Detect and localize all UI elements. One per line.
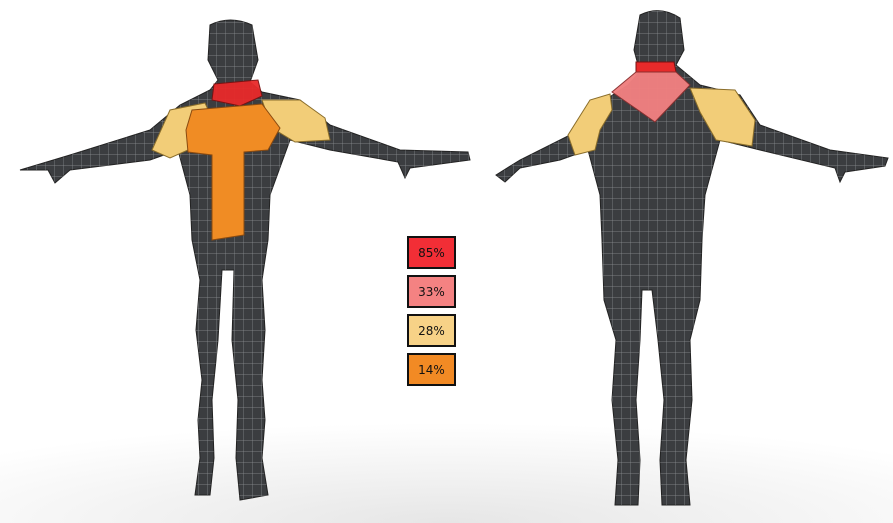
- legend-label-chest-torso: 14%: [418, 363, 445, 377]
- legend-item-chest-torso: 14%: [407, 353, 456, 386]
- legend-label-upper-back: 33%: [418, 285, 445, 299]
- floor-shadow: [0, 380, 893, 523]
- legend-label-shoulders: 28%: [418, 324, 445, 338]
- legend-item-shoulders: 28%: [407, 314, 456, 347]
- legend-item-upper-back: 33%: [407, 275, 456, 308]
- legend-label-neck: 85%: [418, 246, 445, 260]
- legend-item-neck: 85%: [407, 236, 456, 269]
